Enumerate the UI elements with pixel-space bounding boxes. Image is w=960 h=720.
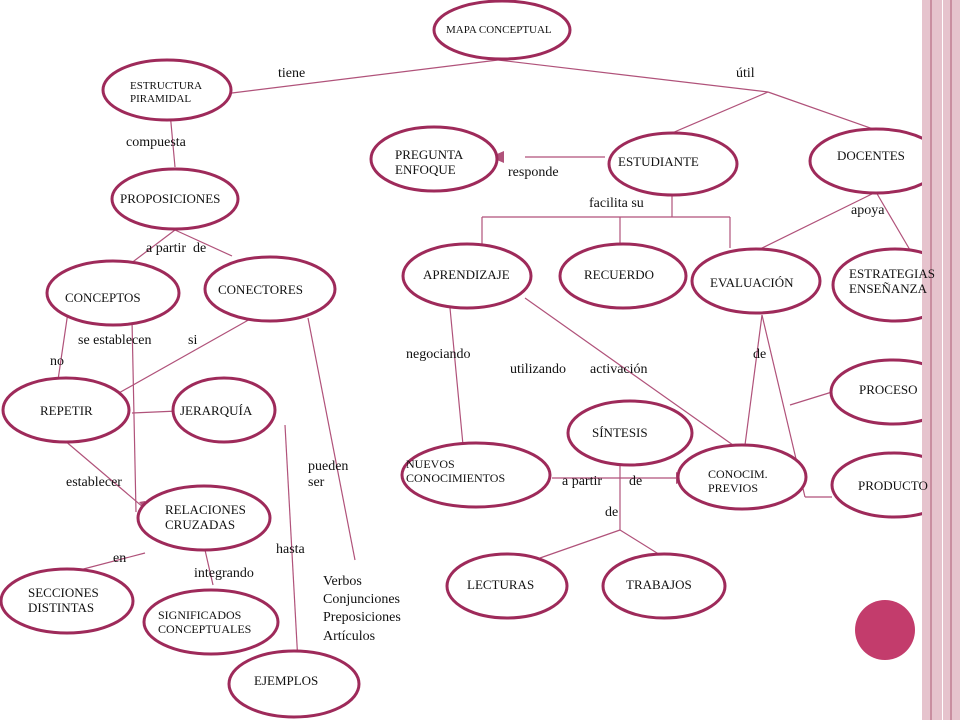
link-utilizando: utilizando bbox=[510, 362, 566, 377]
side-band-line-3 bbox=[950, 0, 952, 720]
node-estudiante: ESTUDIANTE bbox=[618, 154, 699, 169]
connector-examples-list: Verbos Conjunciones Preposiciones Artícu… bbox=[323, 574, 401, 644]
node-trabajos: TRABAJOS bbox=[626, 577, 692, 592]
link-no: no bbox=[50, 354, 64, 369]
link-compuesta: compuesta bbox=[126, 135, 186, 150]
node-significados-conceptuales: SIGNIFICADOS CONCEPTUALES bbox=[158, 608, 252, 636]
link-responde: responde bbox=[508, 165, 559, 180]
link-establecer: establecer bbox=[66, 475, 122, 490]
node-jerarquia: JERARQUÍA bbox=[180, 403, 253, 418]
node-pregunta-enfoque: PREGUNTA ENFOQUE bbox=[395, 147, 464, 177]
node-recuerdo: RECUERDO bbox=[584, 267, 655, 282]
link-activacion: activación bbox=[590, 362, 648, 377]
node-repetir: REPETIR bbox=[40, 403, 93, 418]
link-facilita-su: facilita su bbox=[589, 196, 644, 211]
node-docentes: DOCENTES bbox=[837, 148, 905, 163]
node-nuevos-conocimientos: NUEVOS CONOCIMIENTOS bbox=[406, 457, 506, 485]
link-tiene: tiene bbox=[278, 66, 306, 81]
node-relaciones-cruzadas: RELACIONES CRUZADAS bbox=[165, 502, 246, 532]
link-se-establecen: se establecen bbox=[78, 333, 152, 348]
node-ejemplos: EJEMPLOS bbox=[254, 673, 319, 688]
node-proceso: PROCESO bbox=[859, 382, 918, 397]
connector-lines bbox=[57, 59, 911, 664]
node-conocim-previos: CONOCIM. PREVIOS bbox=[708, 467, 768, 495]
node-mapa-conceptual: MAPA CONCEPTUAL bbox=[446, 24, 552, 36]
link-de-conocim: de bbox=[629, 474, 643, 489]
node-lecturas: LECTURAS bbox=[467, 577, 535, 592]
link-de-evaluacion: de bbox=[753, 347, 767, 362]
node-conectores: CONECTORES bbox=[218, 282, 303, 297]
side-band-light bbox=[922, 0, 960, 720]
node-producto: PRODUCTO bbox=[858, 478, 928, 493]
node-proposiciones: PROPOSICIONES bbox=[120, 191, 221, 206]
side-band-line-2 bbox=[942, 0, 943, 720]
node-conceptos: CONCEPTOS bbox=[65, 290, 141, 305]
link-apoya: apoya bbox=[851, 203, 885, 218]
link-util: útil bbox=[736, 66, 755, 81]
link-en: en bbox=[113, 551, 127, 566]
link-pueden-ser: pueden ser bbox=[308, 459, 349, 491]
link-a-partir: a partir bbox=[562, 474, 603, 489]
node-estrategias-ensenanza: ESTRATEGIAS ENSEÑANZA bbox=[849, 266, 935, 296]
node-sintesis: SÍNTESIS bbox=[592, 425, 648, 440]
link-integrando: integrando bbox=[194, 566, 254, 581]
link-negociando: negociando bbox=[406, 347, 471, 362]
link-hasta: hasta bbox=[276, 542, 305, 557]
node-estructura-piramidal: ESTRUCTURA PIRAMIDAL bbox=[130, 80, 203, 105]
link-a-partir-de: a partir de bbox=[146, 241, 207, 256]
node-secciones-distintas: SECCIONES DISTINTAS bbox=[28, 585, 99, 615]
node-evaluacion: EVALUACIÓN bbox=[710, 275, 794, 290]
node-aprendizaje: APRENDIZAJE bbox=[423, 267, 510, 282]
side-band-line-1 bbox=[930, 0, 932, 720]
link-si: si bbox=[188, 333, 198, 348]
decorative-circle bbox=[855, 600, 915, 660]
link-de-sintesis: de bbox=[605, 505, 619, 520]
